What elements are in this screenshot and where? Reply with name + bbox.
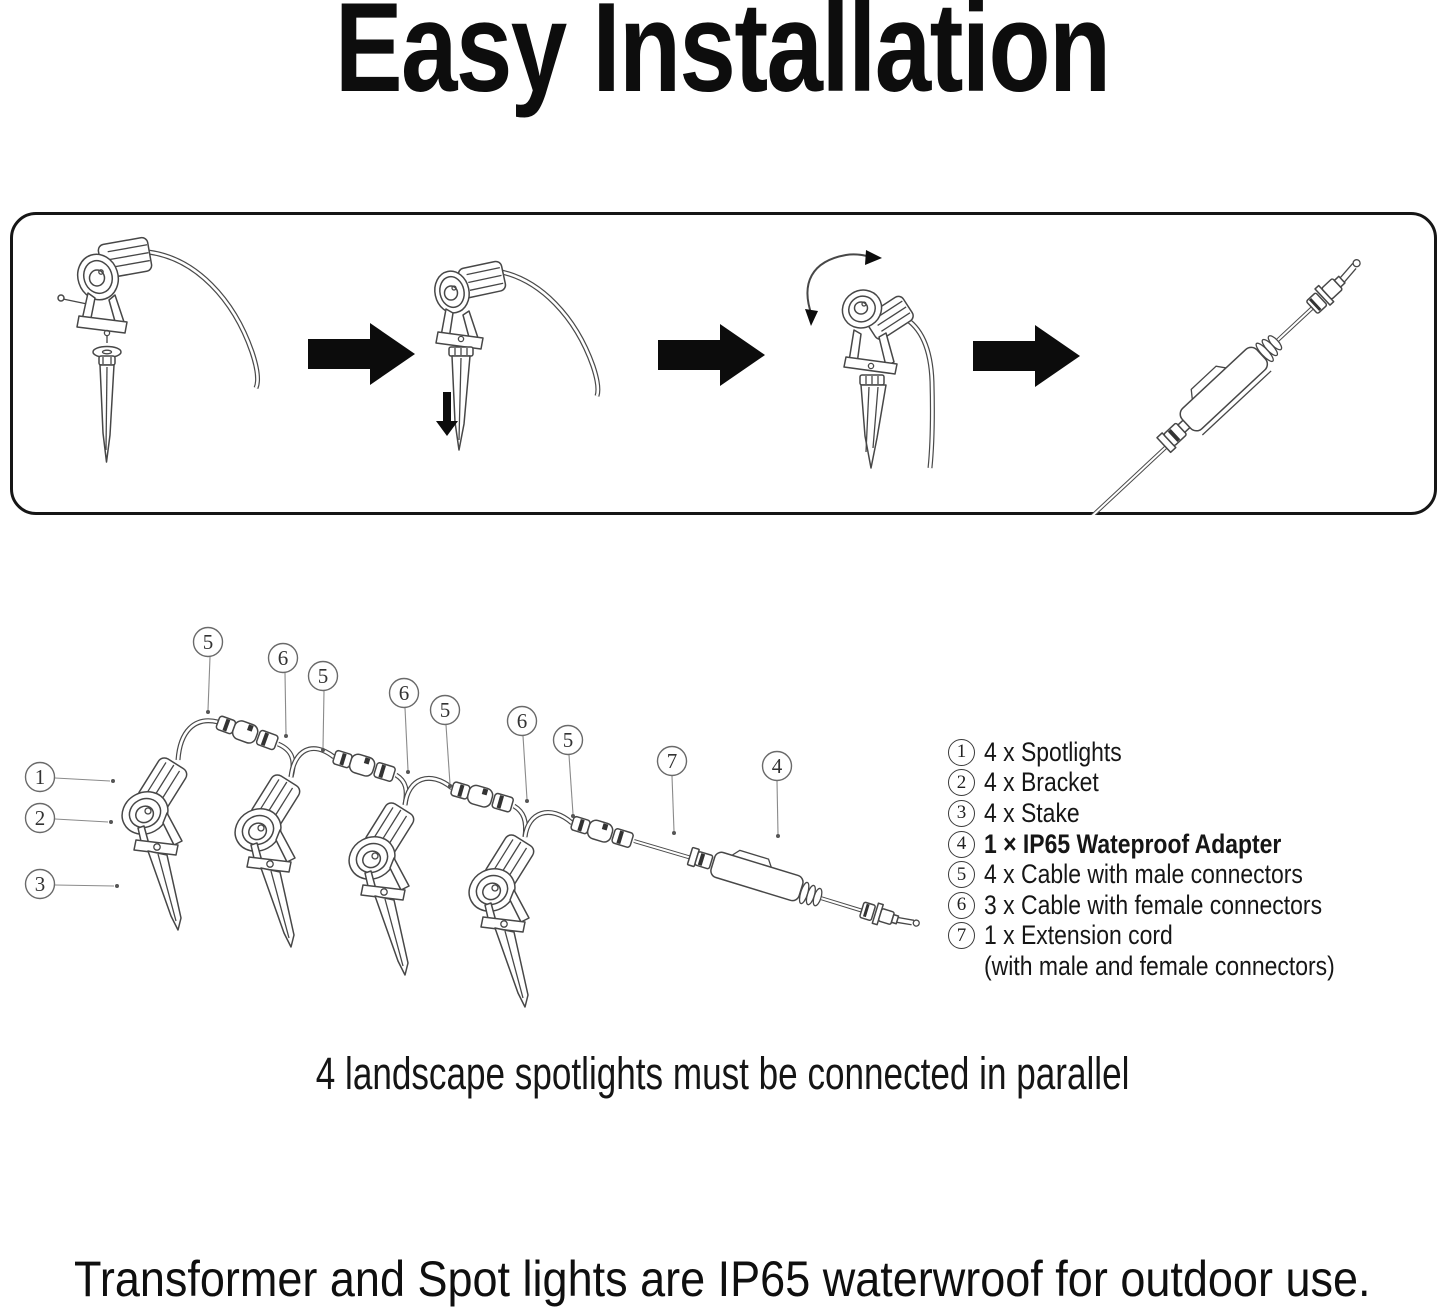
- parts-list-label: 4 x Stake: [984, 797, 1080, 828]
- step4-adapter-plug-illustration: [1088, 259, 1361, 515]
- cable-connector: [568, 812, 636, 851]
- parts-list-item: 3 4 x Stake: [948, 798, 1397, 829]
- page-title-text: Easy Installation: [335, 0, 1111, 118]
- parts-list-item: 5 4 x Cable with male connectors: [948, 859, 1397, 890]
- parts-list: 1 4 x Spotlights 2 4 x Bracket 3 4 x Sta…: [948, 737, 1397, 982]
- circled-number: 7: [948, 922, 975, 950]
- callout-6: 6: [278, 646, 289, 670]
- adapter-body: [710, 851, 804, 902]
- callout-5: 5: [203, 630, 214, 654]
- callout-1: 1: [35, 765, 46, 789]
- parts-list-label: 4 x Bracket: [984, 767, 1099, 798]
- arrow-right-icon: [973, 325, 1080, 387]
- callout-5: 5: [440, 698, 451, 722]
- parts-list-item: 6 3 x Cable with female connectors: [948, 890, 1397, 921]
- stake: [860, 384, 887, 469]
- callout-3: 3: [35, 872, 46, 896]
- cable-connector: [330, 746, 398, 785]
- arrow-down-icon: [436, 392, 458, 436]
- circled-number: 1: [948, 738, 975, 766]
- diagram-caption: 4 landscape spotlights must be connected…: [0, 1048, 1445, 1100]
- parts-list-item: 1 4 x Spotlights: [948, 737, 1397, 768]
- circled-number: 6: [948, 891, 975, 919]
- circled-number: 4: [948, 830, 975, 858]
- spotlight-illustration: [460, 831, 538, 1008]
- stake: [451, 355, 471, 451]
- step3-rotate-spotlight-illustration: [805, 250, 935, 469]
- power-plug-icon: [859, 901, 920, 927]
- rotate-arrow-icon: [806, 253, 872, 317]
- cable-connector: [448, 778, 516, 816]
- step1-exploded-spotlight-illustration: [57, 236, 261, 463]
- wiring-diagram: 5 6 5 6 5 6 5 7 4 1 2 3: [24, 626, 920, 1008]
- callout-4: 4: [772, 754, 783, 778]
- parts-list-label: 4 x Spotlights: [984, 736, 1122, 767]
- arrow-right-icon: [308, 323, 415, 385]
- installation-steps-illustrations: [57, 236, 1361, 515]
- circled-number: 5: [948, 861, 975, 889]
- circled-number: 3: [948, 799, 975, 827]
- callout-6: 6: [517, 709, 528, 733]
- cable-connector: [213, 712, 281, 753]
- circled-number: 2: [948, 769, 975, 797]
- footer-note: Transformer and Spot lights are IP65 wat…: [0, 1250, 1445, 1308]
- page-title: Easy Installation: [0, 0, 1445, 111]
- step2-assembled-spotlight-illustration: [434, 260, 601, 451]
- callout-2: 2: [35, 806, 46, 830]
- parts-list-label: (with male and female connectors): [984, 950, 1335, 981]
- arrow-right-icon: [658, 324, 765, 386]
- parts-list-label: 3 x Cable with female connectors: [984, 889, 1323, 920]
- trunk-cables: [175, 718, 696, 861]
- diagram-callouts: 5 6 5 6 5 6 5 7 4 1 2 3: [24, 626, 793, 900]
- spotlight-illustration: [226, 771, 304, 948]
- parts-list-item: 4 1 × IP65 Wateproof Adapter: [948, 829, 1397, 860]
- adapter-illustration: [686, 846, 920, 927]
- diagram-caption-text: 4 landscape spotlights must be connected…: [315, 1048, 1130, 1099]
- parts-list-item: 7 1 x Extension cord: [948, 920, 1397, 952]
- parts-list-item-continuation: (with male and female connectors): [948, 951, 1397, 982]
- spotlight-illustration: [340, 799, 418, 976]
- parts-list-label: 1 × IP65 Wateproof Adapter: [984, 828, 1282, 859]
- leader-lines: [54, 656, 780, 888]
- power-plug-icon: [1306, 259, 1361, 314]
- callout-7: 7: [667, 749, 678, 773]
- callout-5: 5: [563, 728, 574, 752]
- parts-list-label: 1 x Extension cord: [984, 920, 1173, 951]
- footer-note-text: Transformer and Spot lights are IP65 wat…: [74, 1251, 1371, 1307]
- parts-list-label: 4 x Cable with male connectors: [984, 859, 1303, 890]
- spotlight-illustration: [113, 754, 191, 931]
- parts-list-item: 2 4 x Bracket: [948, 767, 1397, 799]
- callout-5: 5: [318, 664, 329, 688]
- callout-6: 6: [399, 681, 410, 705]
